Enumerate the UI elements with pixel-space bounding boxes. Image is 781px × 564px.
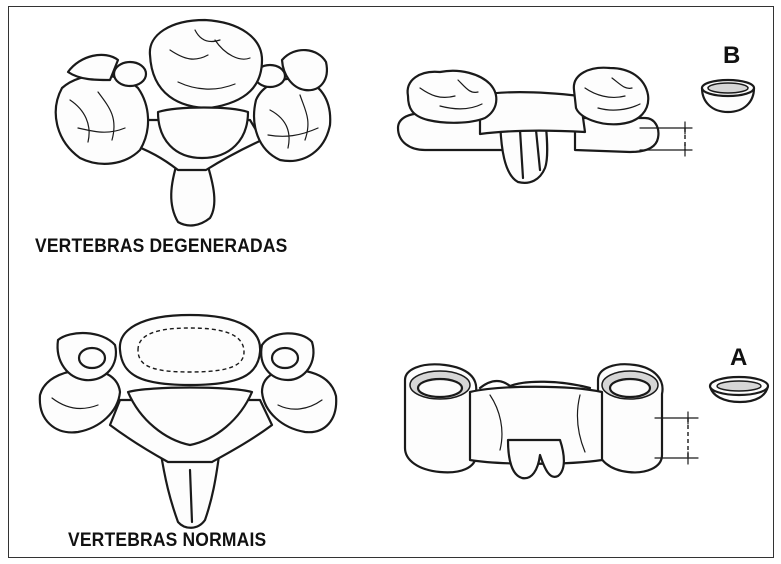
bowl-b-icon xyxy=(702,80,754,112)
normal-vertebra-side-view xyxy=(405,364,698,478)
marker-b-label: B xyxy=(723,42,740,70)
normal-vertebrae-label: VERTEBRAS NORMAIS xyxy=(68,530,266,552)
marker-a-label: A xyxy=(730,344,747,372)
degenerated-vertebra-top-view xyxy=(56,20,330,225)
degenerated-vertebrae-label: VERTEBRAS DEGENERADAS xyxy=(35,236,288,258)
degenerated-vertebra-side-view xyxy=(398,68,692,183)
bowl-a-icon xyxy=(710,377,768,402)
normal-vertebra-top-view xyxy=(40,315,336,528)
